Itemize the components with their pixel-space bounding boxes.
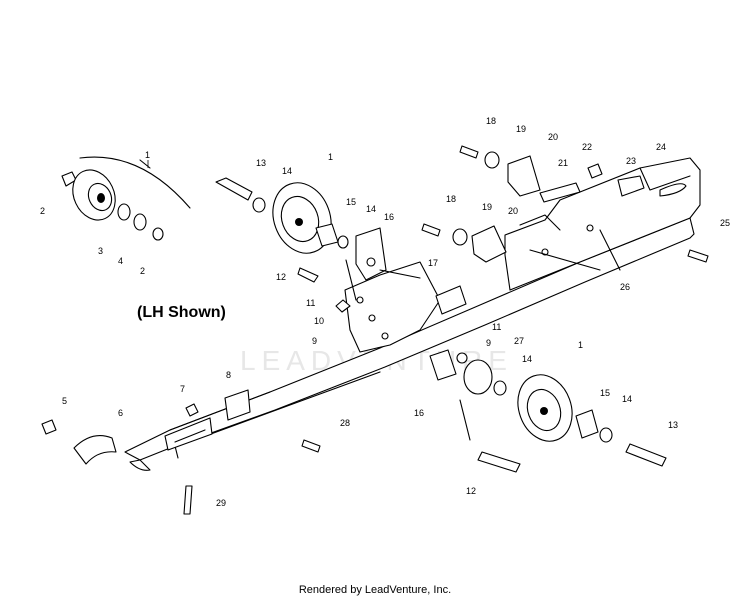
callout: 5 — [62, 396, 67, 406]
callout: 1 — [145, 150, 150, 160]
lh-shown-note: (LH Shown) — [137, 304, 226, 321]
callout: 14 — [522, 354, 532, 364]
callout: 23 — [626, 156, 636, 166]
rear-mount-parts — [421, 145, 709, 271]
part-callouts: 1 2 3 4 2 13 14 1 15 14 16 12 11 10 9 17… — [40, 116, 730, 508]
callout: 22 — [582, 142, 592, 152]
idler-wheel-lower — [429, 349, 667, 473]
callout: 9 — [486, 338, 491, 348]
callout: 2 — [40, 206, 45, 216]
callout: 19 — [482, 202, 492, 212]
front-bracket — [344, 261, 441, 353]
callout: 15 — [600, 388, 610, 398]
front-parts — [41, 403, 321, 515]
callout: 25 — [720, 218, 730, 228]
callout: 2 — [140, 266, 145, 276]
callout: 17 — [428, 258, 438, 268]
callout: 7 — [180, 384, 185, 394]
callout: 19 — [516, 124, 526, 134]
callout: 18 — [446, 194, 456, 204]
callout: 12 — [276, 272, 286, 282]
callout: 18 — [486, 116, 496, 126]
callout: 14 — [366, 204, 376, 214]
callout: 29 — [216, 498, 226, 508]
callout: 28 — [340, 418, 350, 428]
callout: 26 — [620, 282, 630, 292]
slide-block-17 — [435, 285, 467, 315]
callout: 20 — [508, 206, 518, 216]
callout: 21 — [558, 158, 568, 168]
callout: 12 — [466, 486, 476, 496]
suspension-rail — [124, 217, 695, 471]
callout: 14 — [622, 394, 632, 404]
callout: 16 — [414, 408, 424, 418]
callout: 6 — [118, 408, 123, 418]
callout: 15 — [346, 197, 356, 207]
callout: 1 — [328, 152, 333, 162]
callout: 10 — [314, 316, 324, 326]
idler-wheel-upper — [215, 177, 421, 313]
callout: 13 — [668, 420, 678, 430]
callout: 3 — [98, 246, 103, 256]
callout: 11 — [306, 298, 315, 308]
callout: 9 — [312, 336, 317, 346]
callout: 16 — [384, 212, 394, 222]
callout: 13 — [256, 158, 266, 168]
callout: 14 — [282, 166, 292, 176]
callout: 20 — [548, 132, 558, 142]
callout: 11 — [492, 322, 501, 332]
callout: 4 — [118, 256, 123, 266]
callout: 1 — [578, 340, 583, 350]
callout: 8 — [226, 370, 231, 380]
wheel-assembly-detail — [61, 156, 191, 241]
callout: 27 — [514, 336, 524, 346]
callout: 24 — [656, 142, 666, 152]
footer-credit: Rendered by LeadVenture, Inc. — [298, 584, 452, 596]
slide-block-8 — [224, 389, 251, 421]
